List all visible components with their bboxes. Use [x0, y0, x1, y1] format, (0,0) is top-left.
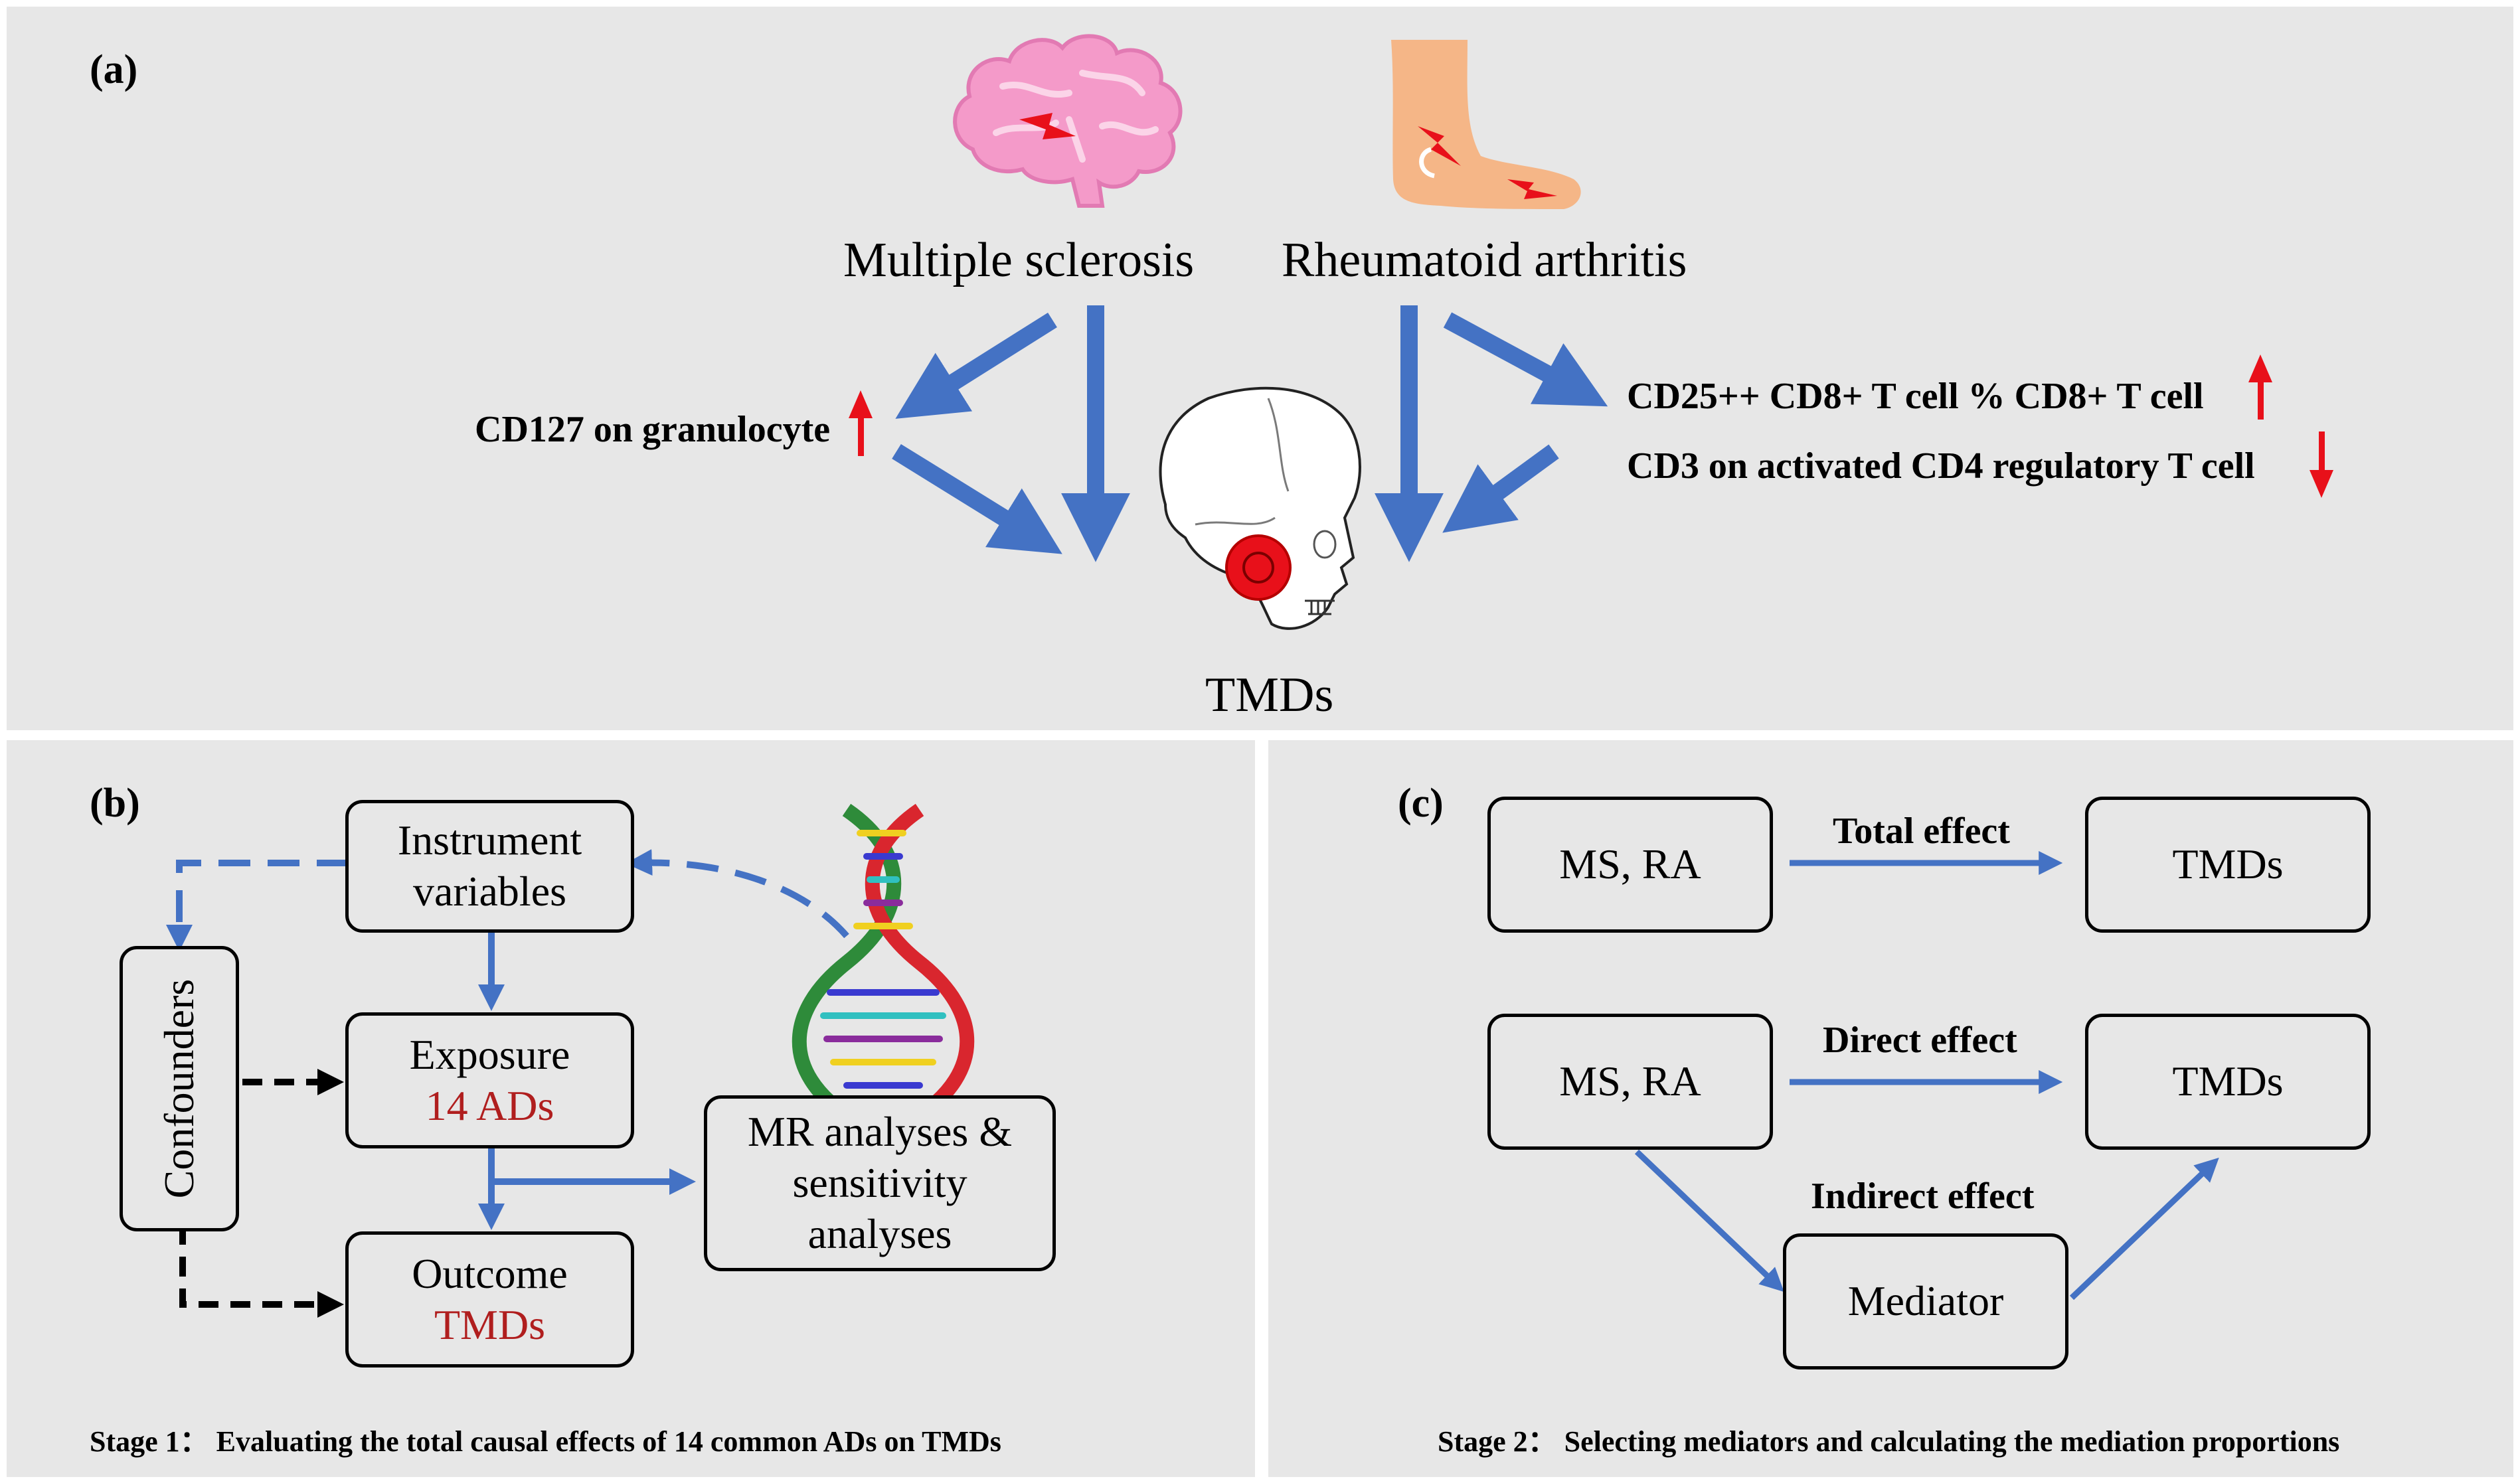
panel-label-b: (b): [90, 781, 140, 826]
down-arrow-icon: [2310, 431, 2333, 498]
total-effect-label: Total effect: [1833, 811, 2010, 852]
brain-icon: [953, 34, 1183, 208]
panel-label-c: (c): [1398, 781, 1444, 826]
panel-b-graphics: [166, 803, 975, 1318]
mediator-label: Mediator: [1847, 1277, 2004, 1325]
cd3-to-tmds-arrow: [1442, 444, 1559, 533]
confounders-box: Confounders: [120, 946, 239, 1231]
instrument-variables-box: Instrument variables: [345, 800, 634, 933]
panel-a-graphics: [849, 34, 2333, 630]
direct-effect-label: Direct effect: [1823, 1020, 2017, 1061]
outcome-total-label: TMDs: [2172, 840, 2284, 888]
panel-a: (a) Multiple sclerosis Rheumatoid arthri…: [7, 7, 2513, 730]
mr-line-1: MR analyses &: [747, 1108, 1013, 1156]
cd25-mediator-label: CD25++ CD8+ T cell % CD8+ T cell: [1627, 376, 2204, 417]
panel-c-graphics: [1634, 851, 2219, 1300]
exposure-value: 14 ADs: [425, 1081, 554, 1129]
mediator-to-outcome-arrow: [2069, 1157, 2219, 1300]
outcome-direct-label: TMDs: [2172, 1057, 2284, 1105]
disease-ra-label: Rheumatoid arthritis: [1282, 233, 1687, 287]
cd3-mediator-label: CD3 on activated CD4 regulatory T cell: [1627, 445, 2255, 487]
exposure-direct-label: MS, RA: [1559, 1057, 1701, 1105]
dna-to-instrument-arrow: [626, 849, 849, 939]
skull-icon: [1159, 386, 1361, 630]
exposure-label: Exposure: [409, 1030, 570, 1078]
panel-a-arrows: [892, 305, 1608, 562]
mr-analyses-box: MR analyses & sensitivity analyses: [704, 1095, 1056, 1271]
outcome-label: Outcome: [412, 1249, 568, 1297]
panel-c: (c) MS, RA TMDs Total effect MS, RA TMDs…: [1268, 740, 2513, 1477]
confounders-label: Confounders: [155, 978, 203, 1199]
stage-2-caption: Stage 2： Selecting mediators and calcula…: [1438, 1425, 2340, 1458]
instrument-line-1: Instrument: [397, 817, 582, 864]
exposure-box: Exposure 14 ADs: [345, 1012, 634, 1148]
exposure-total-label: MS, RA: [1559, 840, 1701, 888]
exposure-to-mediator-arrow: [1634, 1149, 1784, 1292]
panel-b: (b) Instrument variables Exposure 14 ADs…: [7, 740, 1255, 1477]
exposure-box-direct: MS, RA: [1487, 1014, 1773, 1150]
outcome-box: Outcome TMDs: [345, 1231, 634, 1367]
ra-to-cd25-arrow: [1443, 312, 1608, 407]
up-arrow-icon: [849, 390, 873, 456]
cd127-mediator-label: CD127 on granulocyte: [475, 409, 831, 450]
confounders-to-outcome-arrow: [179, 1225, 344, 1318]
outcome-box-total: TMDs: [2085, 797, 2371, 933]
exposure-box-total: MS, RA: [1487, 797, 1773, 933]
mr-line-2: sensitivity: [792, 1159, 967, 1207]
mediator-box: Mediator: [1783, 1233, 2068, 1369]
panel-label-a: (a): [90, 47, 138, 92]
ms-to-cd127-arrow: [895, 312, 1057, 419]
mr-line-3: analyses: [807, 1210, 952, 1257]
stage-1-caption: Stage 1： Evaluating the total causal eff…: [90, 1425, 1001, 1458]
outcome-box-direct: TMDs: [2085, 1014, 2371, 1150]
up-arrow-icon: [2248, 354, 2272, 420]
instrument-line-2: variables: [413, 868, 566, 915]
disease-ms-label: Multiple sclerosis: [843, 233, 1195, 287]
cd127-to-tmds-arrow: [892, 443, 1062, 554]
outcome-tmds-label: TMDs: [1205, 668, 1334, 722]
dna-icon: [792, 803, 975, 1122]
instrument-to-confounders-arrow: [166, 860, 349, 951]
outcome-value: TMDs: [434, 1300, 546, 1348]
foot-icon: [1391, 40, 1581, 209]
indirect-effect-label: Indirect effect: [1811, 1176, 2035, 1217]
